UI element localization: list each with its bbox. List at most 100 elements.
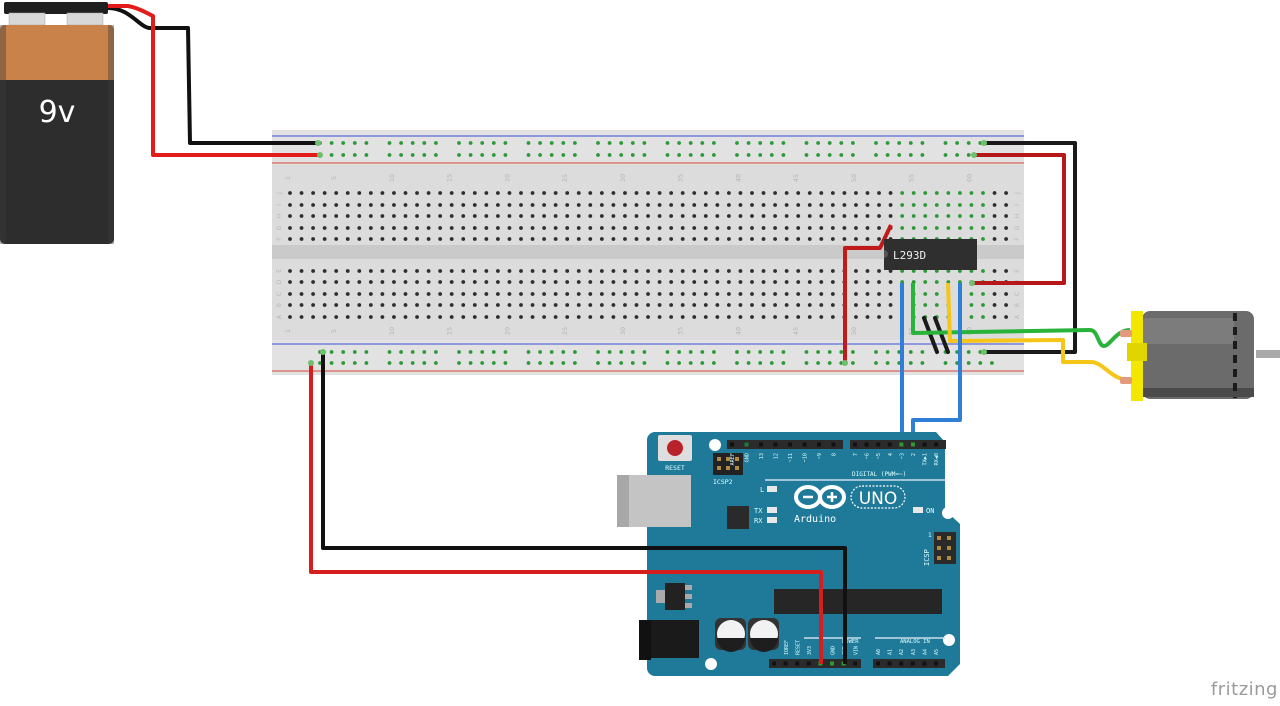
breadboard-hole[interactable] <box>900 191 905 195</box>
breadboard-hole[interactable] <box>392 303 396 307</box>
breadboard-hole[interactable] <box>449 226 454 230</box>
power-rail-hole[interactable] <box>712 153 716 157</box>
power-rail-hole[interactable] <box>642 350 647 354</box>
power-rail-hole[interactable] <box>526 141 531 145</box>
breadboard-hole[interactable] <box>426 315 431 319</box>
power-rail-hole[interactable] <box>480 361 485 365</box>
power-rail-hole[interactable] <box>410 350 415 354</box>
breadboard-hole[interactable] <box>588 280 593 284</box>
power-rail-hole[interactable] <box>561 153 566 157</box>
breadboard-hole[interactable] <box>669 280 674 284</box>
breadboard-hole[interactable] <box>357 191 362 195</box>
breadboard-hole[interactable] <box>946 269 951 273</box>
breadboard-hole[interactable] <box>623 315 627 319</box>
breadboard-hole[interactable] <box>807 269 812 273</box>
breadboard-hole[interactable] <box>415 214 419 218</box>
power-rail-hole[interactable] <box>630 350 635 354</box>
breadboard-hole[interactable] <box>692 203 697 207</box>
breadboard-hole[interactable] <box>334 280 339 284</box>
breadboard-hole[interactable] <box>553 292 558 296</box>
power-rail-hole[interactable] <box>503 361 508 365</box>
breadboard-hole[interactable] <box>519 303 523 307</box>
breadboard-hole[interactable] <box>934 191 939 195</box>
breadboard-hole[interactable] <box>576 292 581 296</box>
power-rail-hole[interactable] <box>955 141 959 145</box>
breadboard-hole[interactable] <box>807 226 812 230</box>
breadboard-hole[interactable] <box>392 203 396 207</box>
breadboard-hole[interactable] <box>703 203 708 207</box>
breadboard-hole[interactable] <box>322 315 327 319</box>
breadboard-hole[interactable] <box>634 226 639 230</box>
breadboard-hole[interactable] <box>576 214 581 218</box>
power-rail-hole[interactable] <box>480 141 485 145</box>
breadboard-hole[interactable] <box>865 315 870 319</box>
breadboard-hole[interactable] <box>680 269 685 273</box>
breadboard-hole[interactable] <box>519 315 523 319</box>
power-rail-hole[interactable] <box>804 361 809 365</box>
power-rail-hole[interactable] <box>561 361 566 365</box>
breadboard-hole[interactable] <box>565 280 570 284</box>
breadboard-hole[interactable] <box>576 237 581 241</box>
breadboard-hole[interactable] <box>946 191 951 195</box>
breadboard-hole[interactable] <box>1004 315 1008 319</box>
breadboard-hole[interactable] <box>415 191 419 195</box>
breadboard-hole[interactable] <box>703 280 708 284</box>
header-pin[interactable] <box>910 661 915 666</box>
power-rail-hole[interactable] <box>329 141 334 145</box>
breadboard-hole[interactable] <box>519 191 523 195</box>
breadboard-hole[interactable] <box>865 226 870 230</box>
breadboard-hole[interactable] <box>553 315 558 319</box>
breadboard-hole[interactable] <box>761 280 766 284</box>
breadboard-hole[interactable] <box>345 237 350 241</box>
breadboard-hole[interactable] <box>496 226 500 230</box>
breadboard-hole[interactable] <box>761 237 766 241</box>
breadboard-hole[interactable] <box>877 191 881 195</box>
breadboard-hole[interactable] <box>415 315 419 319</box>
power-rail-hole[interactable] <box>607 153 612 157</box>
breadboard-hole[interactable] <box>542 226 546 230</box>
breadboard-hole[interactable] <box>727 269 731 273</box>
breadboard-hole[interactable] <box>738 191 743 195</box>
breadboard-hole[interactable] <box>299 280 304 284</box>
breadboard-hole[interactable] <box>830 303 835 307</box>
power-rail-hole[interactable] <box>364 153 369 157</box>
power-rail-hole[interactable] <box>758 350 763 354</box>
breadboard-hole[interactable] <box>634 191 639 195</box>
power-rail-hole[interactable] <box>329 350 334 354</box>
breadboard-hole[interactable] <box>530 226 535 230</box>
breadboard-hole[interactable] <box>773 292 777 296</box>
breadboard-hole[interactable] <box>657 214 662 218</box>
breadboard-hole[interactable] <box>969 303 974 307</box>
breadboard-hole[interactable] <box>472 226 477 230</box>
breadboard-hole[interactable] <box>507 315 512 319</box>
breadboard-hole[interactable] <box>368 303 373 307</box>
breadboard-hole[interactable] <box>796 214 801 218</box>
breadboard-hole[interactable] <box>588 292 593 296</box>
breadboard-hole[interactable] <box>761 214 766 218</box>
power-rail-hole[interactable] <box>677 361 681 365</box>
breadboard-hole[interactable] <box>888 315 893 319</box>
header-pin[interactable] <box>802 442 807 447</box>
breadboard-hole[interactable] <box>392 237 396 241</box>
header-pin[interactable] <box>853 661 858 666</box>
breadboard-hole[interactable] <box>900 280 905 284</box>
breadboard-hole[interactable] <box>992 292 997 296</box>
breadboard-hole[interactable] <box>599 269 604 273</box>
header-pin[interactable] <box>934 661 938 666</box>
breadboard-hole[interactable] <box>472 315 477 319</box>
breadboard-hole[interactable] <box>773 315 777 319</box>
breadboard-hole[interactable] <box>923 280 928 284</box>
power-rail-hole[interactable] <box>387 350 392 354</box>
breadboard-hole[interactable] <box>472 214 477 218</box>
power-rail-hole[interactable] <box>769 141 774 145</box>
breadboard-hole[interactable] <box>519 292 523 296</box>
breadboard-hole[interactable] <box>611 280 616 284</box>
breadboard-hole[interactable] <box>472 269 477 273</box>
breadboard-hole[interactable] <box>703 191 708 195</box>
breadboard-hole[interactable] <box>634 280 639 284</box>
power-rail-hole[interactable] <box>712 350 716 354</box>
power-rail-hole[interactable] <box>816 350 820 354</box>
breadboard-hole[interactable] <box>750 292 754 296</box>
breadboard-hole[interactable] <box>565 203 570 207</box>
header-pin[interactable] <box>922 661 927 666</box>
